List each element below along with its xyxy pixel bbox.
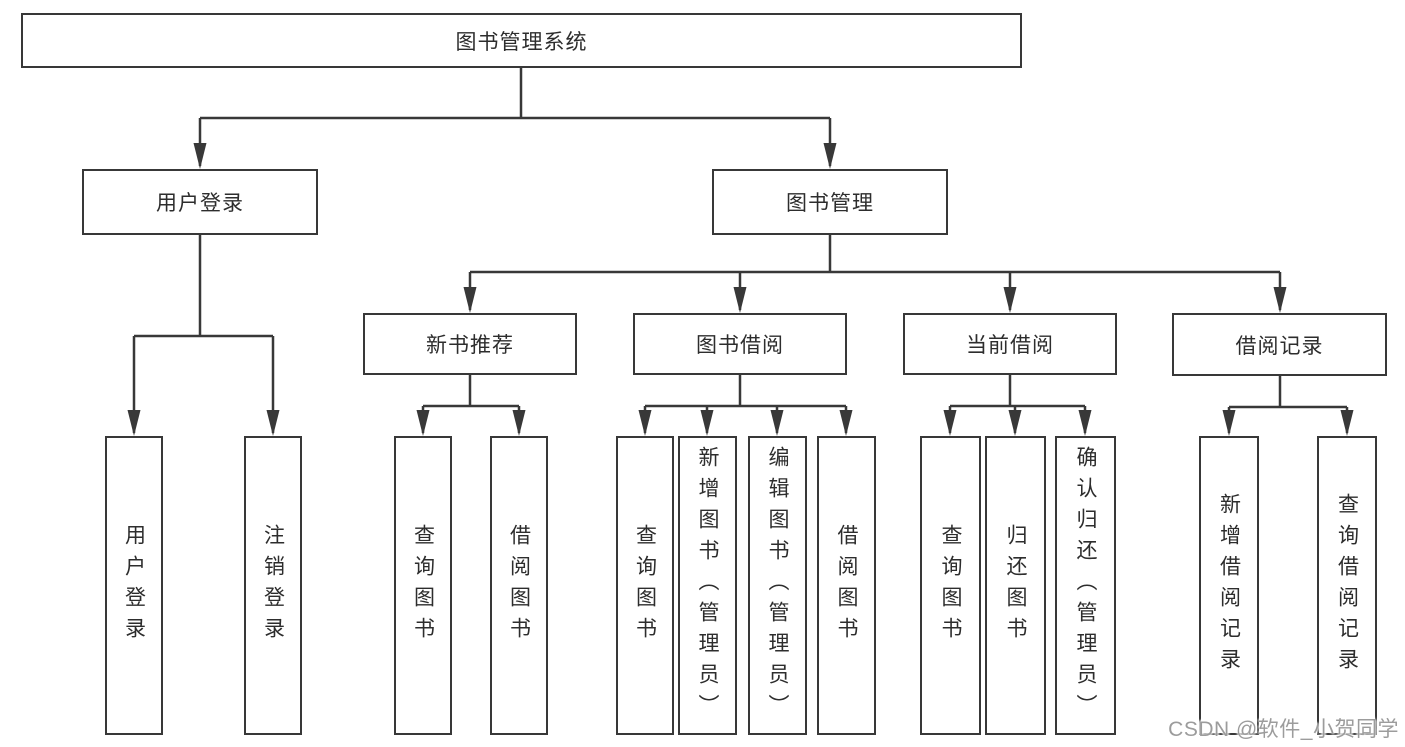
node-label: 用户登录 — [156, 192, 244, 215]
leaf-edit-books-admin: 编辑图书（管理员） — [748, 436, 807, 735]
node-current-borrowing: 当前借阅 — [903, 313, 1117, 375]
node-borrowing-records: 借阅记录 — [1172, 313, 1387, 376]
node-user-login: 用户登录 — [82, 169, 318, 235]
node-label: 用户登录 — [122, 523, 146, 648]
node-label: 归还图书 — [1004, 523, 1027, 648]
node-label: 图书借阅 — [696, 334, 784, 357]
leaf-query-books: 查询图书 — [394, 436, 452, 735]
leaf-query-books: 查询图书 — [920, 436, 981, 735]
node-new-book-recommendation: 新书推荐 — [363, 313, 577, 375]
node-label: 图书管理系统 — [455, 30, 588, 54]
node-label: 新书推荐 — [426, 334, 514, 357]
node-label: 编辑图书（管理员） — [766, 446, 789, 725]
node-label: 新增图书（管理员） — [696, 446, 719, 725]
leaf-borrow-books: 借阅图书 — [490, 436, 548, 735]
node-label: 确认归还（管理员） — [1074, 446, 1097, 725]
node-book-management: 图书管理 — [712, 169, 948, 235]
node-label: 查询图书 — [633, 523, 657, 648]
node-label: 借阅记录 — [1235, 334, 1324, 358]
leaf-confirm-return-admin: 确认归还（管理员） — [1055, 436, 1116, 735]
node-book-borrowing: 图书借阅 — [633, 313, 847, 375]
node-label: 查询借阅记录 — [1335, 492, 1359, 679]
leaf-logout: 注销登录 — [244, 436, 302, 735]
node-label: 借阅图书 — [507, 523, 531, 648]
leaf-query-borrowing-record: 查询借阅记录 — [1317, 436, 1377, 735]
node-label: 查询图书 — [939, 523, 962, 648]
leaf-add-books-admin: 新增图书（管理员） — [678, 436, 737, 735]
node-label: 图书管理 — [786, 192, 874, 215]
leaf-return-books: 归还图书 — [985, 436, 1046, 735]
leaf-query-books: 查询图书 — [616, 436, 674, 735]
csdn-watermark: CSDN @软件_小贺同学 — [1168, 718, 1399, 741]
node-label: 当前借阅 — [966, 334, 1054, 357]
leaf-add-borrowing-record: 新增借阅记录 — [1199, 436, 1259, 735]
leaf-user-login: 用户登录 — [105, 436, 163, 735]
leaf-borrow-books: 借阅图书 — [817, 436, 876, 735]
node-library-management-system: 图书管理系统 — [21, 13, 1022, 68]
node-label: 新增借阅记录 — [1217, 492, 1241, 679]
node-label: 借阅图书 — [835, 523, 858, 648]
node-label: 查询图书 — [411, 523, 435, 648]
node-label: 注销登录 — [261, 523, 285, 648]
